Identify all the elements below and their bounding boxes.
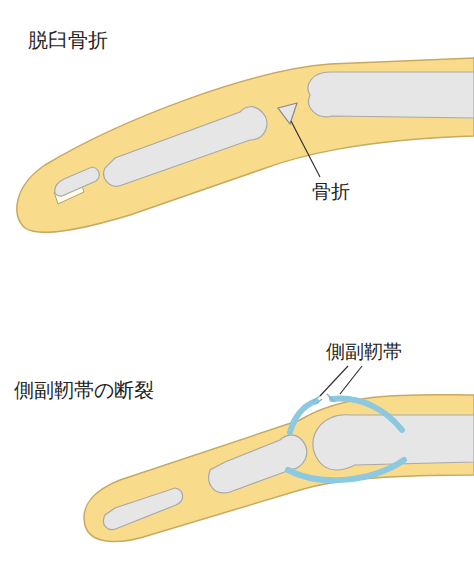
part-label: 側副靭帯 xyxy=(326,340,402,363)
part-label: 骨折 xyxy=(312,180,350,203)
dislocation-fracture-finger xyxy=(17,58,474,232)
injury-title: 脱臼骨折 xyxy=(28,28,108,52)
injury-title: 側副靭帯の断裂 xyxy=(14,378,154,402)
